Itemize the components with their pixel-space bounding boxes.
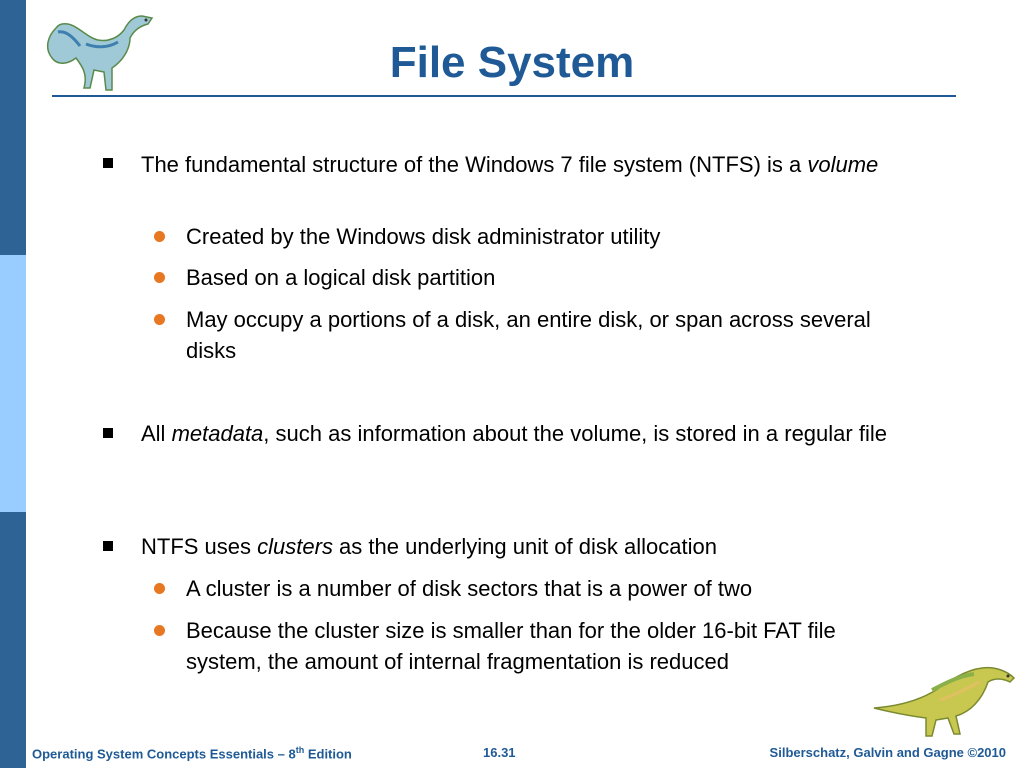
bullet-emphasis: volume <box>807 152 879 177</box>
footer-edition-sup: th <box>295 745 305 755</box>
footer-edition-text: Edition <box>304 746 352 762</box>
sub-bullet: Based on a logical disk partition <box>186 265 496 290</box>
bullet-emphasis: metadata <box>171 421 264 446</box>
circle-bullet-icon <box>154 231 165 242</box>
title-divider <box>52 95 956 97</box>
circle-bullet-icon <box>154 272 165 283</box>
footer-book-title-text: Operating System Concepts Essentials – 8 <box>32 746 296 762</box>
bullet-emphasis: clusters <box>257 534 333 559</box>
side-bar-segment-bottom <box>0 512 26 768</box>
sub-bullet: Created by the Windows disk administrato… <box>186 224 661 249</box>
bullet-text-after: as the underlying unit of disk allocatio… <box>332 534 717 559</box>
circle-bullet-icon <box>154 625 165 636</box>
square-bullet-icon <box>103 541 113 551</box>
page-title: File System <box>389 38 635 87</box>
bullet-text: The fundamental structure of the Windows… <box>141 152 808 177</box>
dinosaur-icon <box>46 15 154 91</box>
square-bullet-icon <box>103 158 113 168</box>
circle-bullet-icon <box>154 583 165 594</box>
footer-authors: Silberschatz, Galvin and Gagne ©2010 <box>769 745 1006 760</box>
bullet-text: NTFS uses <box>141 534 258 559</box>
footer-book-title: Operating System Concepts Essentials – 8… <box>32 745 352 761</box>
square-bullet-icon <box>103 428 113 438</box>
bullet-volume: The fundamental structure of the Windows… <box>141 149 941 180</box>
circle-bullet-icon <box>154 314 165 325</box>
side-bar <box>0 0 26 768</box>
bullet-text-after: , such as information about the volume, … <box>263 421 887 446</box>
footer-page-number: 16.31 <box>483 745 516 760</box>
bullet-text: All <box>141 421 172 446</box>
bullet-clusters: NTFS uses clusters as the underlying uni… <box>141 531 941 562</box>
side-bar-segment-middle <box>0 255 26 512</box>
side-bar-segment-top <box>0 0 26 255</box>
dinosaur-icon <box>873 666 1016 737</box>
sub-bullet: May occupy a portions of a disk, an enti… <box>186 307 871 363</box>
bullet-metadata: All metadata, such as information about … <box>141 418 901 449</box>
sub-bullet: A cluster is a number of disk sectors th… <box>186 576 753 601</box>
sub-bullet: Because the cluster size is smaller than… <box>186 618 836 674</box>
